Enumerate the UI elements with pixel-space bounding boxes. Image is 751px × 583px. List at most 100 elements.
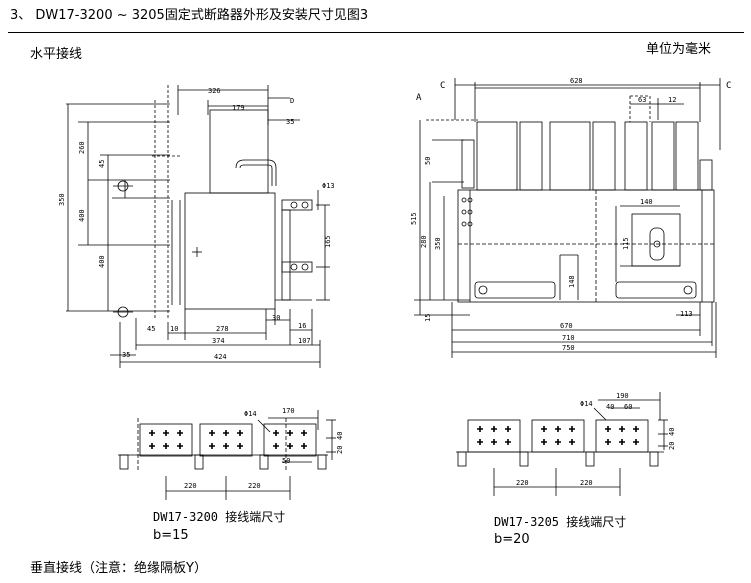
dim-40: 40 xyxy=(606,403,614,411)
dim-10: 10 xyxy=(170,325,178,333)
dim-60: 60 xyxy=(624,403,632,411)
bolt-hole xyxy=(477,426,483,432)
dim-750: 750 xyxy=(562,344,575,352)
bolt-hole xyxy=(149,443,155,449)
bolt-hole xyxy=(301,443,307,449)
bolt-hole xyxy=(541,439,547,445)
dim-148: 148 xyxy=(568,275,576,288)
bolt-hole xyxy=(177,430,183,436)
dim-50: 50 xyxy=(424,157,432,165)
dim-40-right: 40 xyxy=(668,428,676,436)
dim-label-d: D xyxy=(290,97,294,105)
dim-165: 165 xyxy=(324,235,332,248)
dim-400: 400 xyxy=(98,255,106,268)
bolt-hole xyxy=(619,426,625,432)
terminal-3205-dimensions: 190 Φ14 40 60 220 220 40 20 xyxy=(516,392,676,487)
dim-190: 190 xyxy=(616,392,629,400)
bolt-hole xyxy=(541,426,547,432)
terminal-3205-caption: DW17-3205 接线端尺寸 xyxy=(494,515,627,529)
bolt-hole xyxy=(605,439,611,445)
section-a: A xyxy=(416,93,422,103)
dim-phi14: Φ14 xyxy=(244,410,257,418)
dim-63: 63 xyxy=(638,96,646,104)
bolt-hole xyxy=(287,430,293,436)
terminal-3200-caption: DW17-3200 接线端尺寸 xyxy=(153,510,286,524)
bolt-hole xyxy=(209,443,215,449)
bolt-hole xyxy=(163,443,169,449)
dim-220-b: 220 xyxy=(580,479,593,487)
dim-50: 50 xyxy=(282,457,290,465)
bolt-hole xyxy=(273,430,279,436)
bolt-hole xyxy=(477,439,483,445)
dim-45-bottom: 45 xyxy=(147,325,155,333)
bolt-hole xyxy=(223,443,229,449)
bolt-hole xyxy=(505,426,511,432)
front-view xyxy=(414,78,721,358)
dim-280: 280 xyxy=(420,235,428,248)
bolt-hole xyxy=(209,430,215,436)
dim-179: 179 xyxy=(232,104,245,112)
bolt-hole xyxy=(491,439,497,445)
side-view xyxy=(66,85,330,368)
title-underline xyxy=(8,32,744,33)
terminal-3205-b-value: b=20 xyxy=(494,532,530,547)
bolt-hole xyxy=(605,426,611,432)
bolt-hole xyxy=(491,426,497,432)
dim-628: 628 xyxy=(570,77,583,85)
bolt-hole xyxy=(555,439,561,445)
dim-35-top: 35 xyxy=(286,118,294,126)
bolt-hole xyxy=(149,430,155,436)
bolt-hole xyxy=(505,439,511,445)
dim-710: 710 xyxy=(562,334,575,342)
bolt-hole xyxy=(301,430,307,436)
dim-260: 260 xyxy=(78,141,86,154)
dim-40: 40 xyxy=(336,432,344,440)
dim-113: 113 xyxy=(680,310,693,318)
dim-220-a: 220 xyxy=(516,479,529,487)
dim-107: 107 xyxy=(298,337,311,345)
bolt-hole xyxy=(569,426,575,432)
dim-16: 16 xyxy=(298,322,306,330)
terminal-3205-drawing xyxy=(456,392,668,496)
dim-35-bottom: 35 xyxy=(122,351,130,359)
dim-12: 12 xyxy=(668,96,676,104)
terminal-3200-drawing xyxy=(118,410,336,500)
dim-20-right: 20 xyxy=(668,442,676,450)
bolt-hole xyxy=(237,443,243,449)
bolt-hole xyxy=(223,430,229,436)
bolt-hole xyxy=(619,439,625,445)
dim-220-b: 220 xyxy=(248,482,261,490)
terminal-holes xyxy=(149,426,639,449)
dim-670: 670 xyxy=(560,322,573,330)
bolt-hole xyxy=(237,430,243,436)
bolt-hole xyxy=(273,443,279,449)
dim-550: 350 xyxy=(58,193,66,206)
section-c-left: C xyxy=(440,81,445,91)
dim-140: 140 xyxy=(640,198,653,206)
bolt-hole xyxy=(177,443,183,449)
dim-20: 20 xyxy=(336,446,344,454)
dim-170: 170 xyxy=(282,407,295,415)
dim-15: 15 xyxy=(424,314,432,322)
unit-label: 单位为毫米 xyxy=(646,42,712,57)
terminal-3200-dimensions: Φ14 170 220 220 50 40 20 xyxy=(184,407,344,490)
bolt-hole xyxy=(163,430,169,436)
terminal-3200-b-value: b=15 xyxy=(153,528,189,543)
dim-phi14: Φ14 xyxy=(580,400,593,408)
bolt-hole xyxy=(555,426,561,432)
front-view-dimensions: 628 63 12 C C A 515 350 280 50 148 140 1… xyxy=(410,77,731,352)
dim-515: 515 xyxy=(410,212,418,225)
bolt-hole xyxy=(569,439,575,445)
dim-115: 115 xyxy=(622,237,630,250)
bolt-hole xyxy=(287,443,293,449)
dim-220-a: 220 xyxy=(184,482,197,490)
page-title: 3、 DW17-3200 ~ 3205固定式断路器外形及安装尺寸见图3 xyxy=(10,8,369,23)
side-view-dimensions: 326 179 35 D 260 45 350 400 400 165 Φ13 … xyxy=(58,87,335,361)
dim-45: 45 xyxy=(98,160,106,168)
section-c-right: C xyxy=(726,81,731,91)
vertical-wiring-label: 垂直接线（注意：绝缘隔板Y） xyxy=(30,561,207,576)
dim-278: 278 xyxy=(216,325,229,333)
dim-350: 400 xyxy=(78,209,86,222)
bolt-hole xyxy=(633,439,639,445)
